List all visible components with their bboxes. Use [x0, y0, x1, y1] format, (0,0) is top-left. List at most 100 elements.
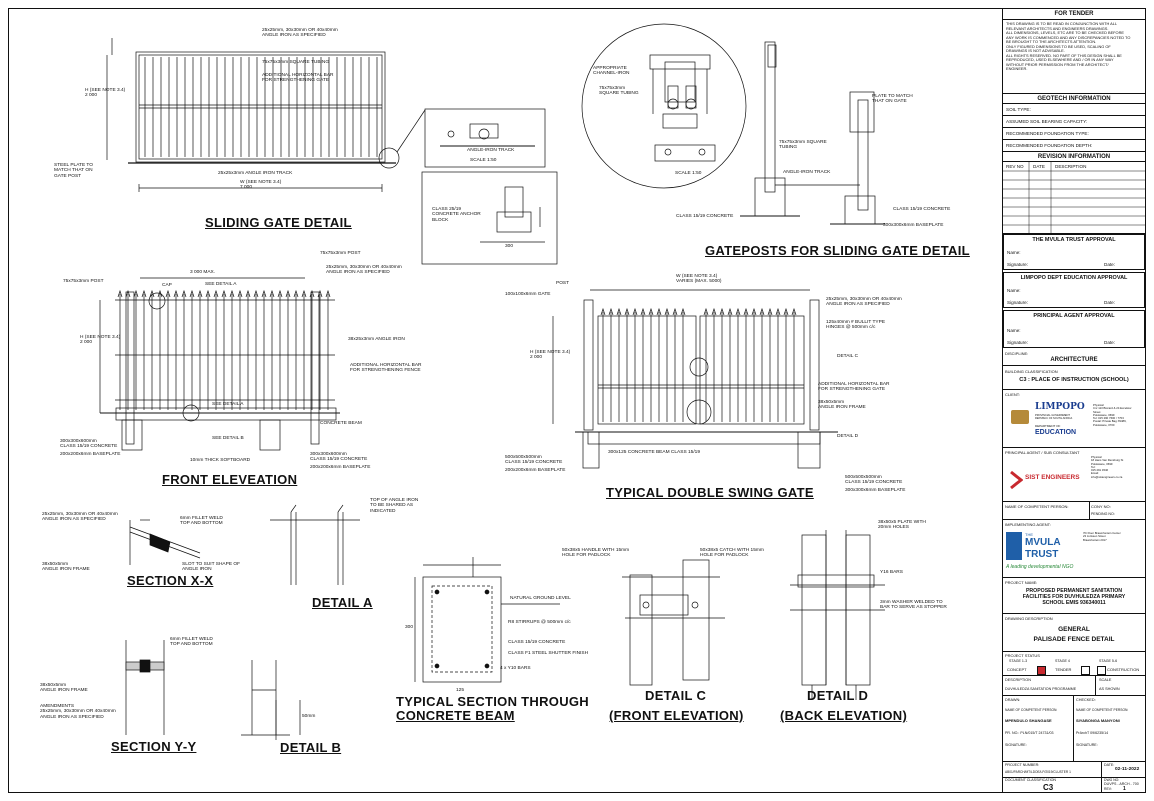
note-fe-post: 75x75x3mm POST [63, 279, 104, 284]
note-dg-conc2: 500x500x500mm CLASS 15/19 CONCRETE [845, 475, 903, 486]
note-dd-washer: 3mm WASHER WELDED TO BAR TO SERVE AS STO… [880, 600, 947, 611]
limpopo-approval-title: LIMPOPO DEPT EDUCATION APPROVAL [1020, 275, 1128, 281]
note-ts-125: 125 [456, 688, 465, 693]
title-section-yy: SECTION Y-Y [111, 739, 197, 754]
picket-spear [632, 307, 638, 316]
picket-spear [703, 307, 709, 316]
limpopo-approval-box: LIMPOPO DEPT EDUCATION APPROVAL Name: Si… [1003, 272, 1145, 308]
title-detail-a: DETAIL A [312, 595, 373, 610]
mvula-signature-label: Signature: [1007, 262, 1028, 267]
checked-signature: SIGNATURE: [1076, 743, 1098, 747]
picket-spear [189, 289, 195, 298]
title-detail-d-2: (BACK ELEVATION) [780, 708, 908, 723]
note-sg-300: 300 [505, 244, 514, 249]
note-sg-angle: 25x25mm, 30x30mm OR 40x40mm ANGLE IRON A… [262, 28, 338, 39]
front-elevation-drawing [99, 277, 340, 451]
note-xx-frame: 38x50x5mm ANGLE IRON FRAME [42, 562, 90, 573]
picket-spear [117, 289, 123, 298]
date-label: DATE: [1104, 763, 1115, 767]
status-construction: CONSTRUCTION [1107, 667, 1140, 672]
building-class-value: C3 : PLACE OF INSTRUCTION (SCHOOL) [1019, 377, 1129, 383]
note-dg-angle: 25x25mm, 30x30mm OR 40x40mm ANGLE IRON A… [826, 297, 902, 308]
picket-spear [656, 307, 662, 316]
picket-spear [285, 289, 291, 298]
drawing-desc-row: DRAWING DESCRIPTION GENERAL PALISADE FEN… [1003, 614, 1145, 652]
drawn-label: DRAWN: [1005, 698, 1021, 702]
principal-approval-title: PRINCIPAL AGENT APPROVAL [1033, 313, 1115, 319]
note-ts-ground: NATURAL GROUND LEVEL [510, 596, 571, 601]
mvula-approval-box: THE MVULA TRUST APPROVAL Name: Signature… [1003, 234, 1145, 270]
picket-spear [229, 289, 235, 298]
picket-spear [197, 289, 203, 298]
note-sg-h: H (SEE NOTE 3.4) 2 000 [85, 88, 126, 99]
limpopo-logo-sub: PROVINCIAL GOVERNMENT REPUBLIC OF SOUTH … [1035, 414, 1073, 420]
title-detail-d-1: DETAIL D [807, 688, 869, 703]
competent-person-row: NAME OF COMPETENT PERSON: CONY NO: PENDI… [1003, 502, 1145, 520]
building-class-label: BUILDING CLASSIFICATION [1005, 369, 1058, 374]
project-row: PROJECT NAME: PROPOSED PERMANENT SANITAT… [1003, 578, 1145, 614]
note-fe-beam: CONCRETE BEAM [320, 421, 362, 426]
note-sg-bar: ADDITIONAL HORIZONTAL BAR FOR STRENGTHEN… [262, 73, 334, 84]
gateposts-drawing [581, 23, 885, 225]
status-col-3: STAGE 5-6 [1099, 659, 1118, 663]
drawn-name: MPENDULO SHANGASE [1005, 718, 1052, 723]
picket-spear [157, 289, 163, 298]
picket-spear [616, 307, 622, 316]
note-ts-finish: CLASS F1 STEEL SHUTTER FINISH [508, 651, 589, 656]
checked-reg: PrArchT 09/6235/14 [1076, 731, 1109, 735]
mvula-address: 7th Floor Braamfontein Center 23 Jorisse… [1083, 531, 1121, 542]
note-fe-bar: ADDITIONAL HORIZONTAL BAR FOR STRENGTHEN… [350, 363, 422, 374]
cony-no-label: CONY NO: [1091, 504, 1111, 509]
picket-spear [648, 307, 654, 316]
title-detail-c-2: (FRONT ELEVATION) [609, 708, 744, 723]
note-gp-conc2: CLASS 15/19 CONCRETE [893, 207, 951, 212]
limpopo-date-label: Date: [1104, 300, 1115, 305]
note-fe-deta: SEE DETAIL A [205, 282, 237, 287]
note-yy-frame: 38x50x5mm ANGLE IRON FRAME [40, 683, 88, 694]
drawn-checked-row: DRAWN: CHECKED: NAME OF COMPETENT PERSON… [1003, 696, 1145, 762]
title-gateposts: GATEPOSTS FOR SLIDING GATE DETAIL [705, 243, 970, 258]
note-fe-conc: 300x300x600mm CLASS 15/19 CONCRETE [60, 439, 118, 450]
picket-spear [317, 289, 323, 298]
drawing-desc-1: GENERAL [1058, 626, 1090, 633]
discipline-label: DISCIPLINE: [1005, 351, 1029, 356]
drawn-name-label: NAME OF COMPETENT PERSON: [1005, 708, 1058, 712]
construction-checkbox [1097, 666, 1106, 675]
geo-soil-type: SOIL TYPE: [1006, 107, 1031, 112]
section-yy-drawing [125, 640, 165, 735]
note-dg-base: 200x200x6mm BASEPLATE [505, 468, 566, 473]
note-gp-post: 75x75x3mm SQUARE TUBING [779, 140, 827, 151]
picket-spear [261, 289, 267, 298]
status-col-2: STAGE 4 [1055, 659, 1070, 663]
note-gp-scale: SCALE 1:50 [675, 171, 702, 176]
doc-class-label: DOCUMENT CLASSIFICATION [1005, 778, 1056, 782]
picket-spear [608, 307, 614, 316]
title-block: FOR TENDER THIS DRAWING IS TO BE READ IN… [1002, 8, 1146, 793]
implementing-agent-label: IMPLEMENTING AGENT: [1005, 522, 1051, 527]
scale-label: SCALE [1099, 678, 1112, 682]
note-sg-w: W (SEE NOTE 3.4) 7 000 [240, 180, 282, 191]
note-fe-base: 200x200x6mm BASEPLATE [60, 452, 121, 457]
drawn-signature: SIGNATURE: [1005, 743, 1027, 747]
revision-grid [1003, 162, 1145, 234]
detail-a-drawing [270, 504, 360, 585]
picket-spear [775, 307, 781, 316]
checked-name: SIYABONGA MANYONI [1076, 718, 1120, 723]
date-value: 02-11-2022 [1115, 767, 1140, 772]
picket-spear [245, 289, 251, 298]
title-double-swing: TYPICAL DOUBLE SWING GATE [606, 485, 814, 500]
double-swing-gate-drawing [552, 289, 838, 469]
note-dg-hinge: 125x40mm # BULLIT TYPE HINGES @ 500mm c/… [826, 320, 886, 331]
note-fe-angle: 25x25mm, 30x30mm OR 40x40mm ANGLE IRON A… [326, 265, 402, 276]
doc-class-row: DOCUMENT CLASSIFICATION C3 DWG NO: DUVPS… [1003, 778, 1145, 793]
note-fe-3000: 3 000 MAX. [190, 270, 216, 275]
note-sg-anchor: CLASS 25/19 CONCRETE ANCHOR BLOCK [432, 207, 481, 223]
client-label: CLIENT: [1005, 392, 1020, 397]
implementing-agent-row: IMPLEMENTING AGENT: THE MVULA TRUST A le… [1003, 520, 1145, 578]
note-fe-deta2: SEE DETAIL A [212, 402, 244, 407]
note-sg-plate: STEEL PLATE TO MATCH THAT ON GATE POST [54, 163, 94, 179]
note-fe-angle2: 38x25x3mm ANGLE IRON [348, 337, 405, 342]
mvula-logo-icon [1006, 532, 1022, 560]
sist-logo-icon [1010, 470, 1023, 490]
limpopo-name-label: Name: [1007, 288, 1021, 293]
